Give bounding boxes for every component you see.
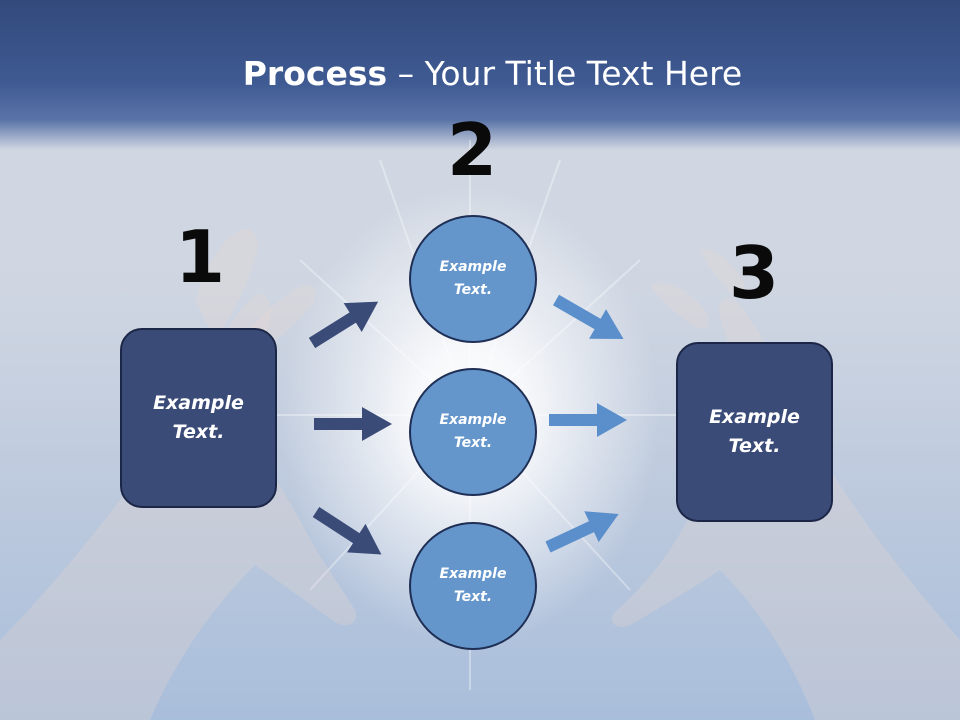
step-2-circle-bottom: Example Text.	[409, 522, 537, 650]
title-bold: Process	[242, 54, 388, 93]
step-1-box: Example Text.	[120, 328, 277, 508]
circle-top-line1: Example	[439, 259, 507, 275]
arrow-top-to-3-icon	[547, 285, 633, 354]
circle-bottom-line1: Example	[439, 566, 507, 582]
arrow-1-to-top-icon	[302, 287, 388, 358]
circle-middle-line1: Example	[439, 412, 507, 428]
step-2-circle-top: Example Text.	[409, 215, 537, 343]
step-3-box: Example Text.	[676, 342, 833, 522]
title-band	[0, 0, 960, 150]
step-number-2: 2	[446, 108, 498, 192]
step-number-3: 3	[728, 231, 780, 315]
step-1-box-line2: Text.	[172, 421, 225, 443]
arrow-middle-to-3-icon	[549, 403, 627, 437]
title-rest: – Your Title Text Here	[387, 54, 743, 93]
slide-title: Process – Your Title Text Here	[0, 52, 960, 96]
circle-middle-line2: Text.	[453, 435, 493, 451]
step-1-box-line1: Example	[153, 392, 244, 414]
step-3-box-line1: Example	[709, 406, 800, 428]
arrow-bottom-to-3-icon	[540, 498, 626, 563]
step-2-circle-middle: Example Text.	[409, 368, 537, 496]
circle-bottom-line2: Text.	[453, 589, 493, 605]
arrow-1-to-middle-icon	[314, 407, 392, 441]
circle-top-line2: Text.	[453, 282, 493, 298]
step-3-box-line2: Text.	[728, 435, 781, 457]
step-number-1: 1	[174, 215, 226, 299]
arrow-1-to-bottom-icon	[306, 497, 391, 569]
